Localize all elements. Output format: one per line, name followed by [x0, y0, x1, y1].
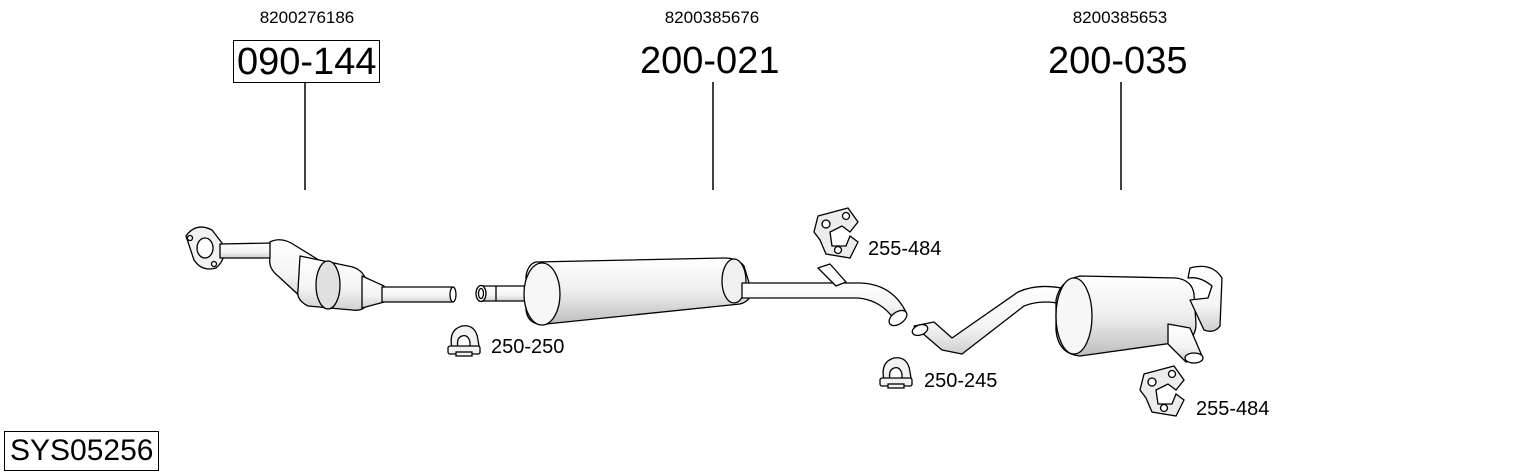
rubber-hanger-icon[interactable]: [813, 207, 859, 259]
system-code-badge: SYS05256: [4, 431, 160, 471]
catalyst-assembly[interactable]: [185, 226, 457, 311]
rear-silencer-assembly[interactable]: [911, 265, 1223, 364]
oem-number-middle-silencer: 8200385676: [664, 8, 760, 27]
oem-number-catalyst: 8200276186: [259, 8, 355, 27]
clamp-icon[interactable]: [879, 357, 913, 389]
part-code-rear-silencer[interactable]: 200-035: [1048, 40, 1188, 82]
middle-silencer-assembly[interactable]: [475, 257, 910, 329]
accessory-label-hanger-2[interactable]: 255-484: [1196, 398, 1270, 420]
rubber-hanger-icon[interactable]: [1139, 365, 1185, 417]
accessory-label-hanger-1[interactable]: 255-484: [868, 238, 942, 260]
part-code-middle-silencer[interactable]: 200-021: [640, 40, 780, 82]
accessory-label-clamp-1[interactable]: 250-250: [491, 336, 565, 358]
clamp-icon[interactable]: [447, 325, 481, 357]
oem-number-rear-silencer: 8200385653: [1072, 8, 1168, 27]
part-code-catalyst[interactable]: 090-144: [233, 40, 381, 83]
accessory-label-clamp-2[interactable]: 250-245: [924, 370, 998, 392]
